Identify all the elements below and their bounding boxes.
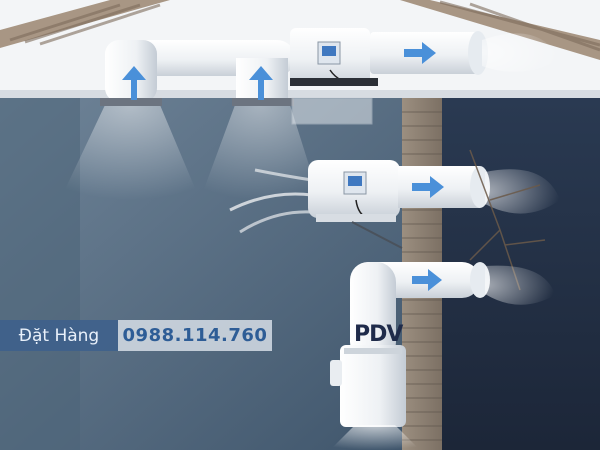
brand-logo: PDV <box>354 322 403 347</box>
order-phone[interactable]: 0988.114.760 <box>118 320 272 351</box>
arrow-up-1 <box>122 66 146 100</box>
roof-beam-right <box>400 0 600 60</box>
arrow-right-2 <box>412 176 444 198</box>
order-banner[interactable]: Đặt Hàng 0988.114.760 <box>0 320 272 351</box>
arrow-up-2 <box>249 66 273 100</box>
airflow-arrows <box>122 42 444 291</box>
ceiling-vent-1 <box>100 98 162 106</box>
arrow-right-1 <box>404 42 436 64</box>
arrow-right-3 <box>412 269 442 291</box>
order-label[interactable]: Đặt Hàng <box>0 320 118 351</box>
bottom-inline-fan <box>340 345 406 427</box>
airflow-mist-1 <box>60 105 200 200</box>
ceiling-vent-2 <box>232 98 294 106</box>
